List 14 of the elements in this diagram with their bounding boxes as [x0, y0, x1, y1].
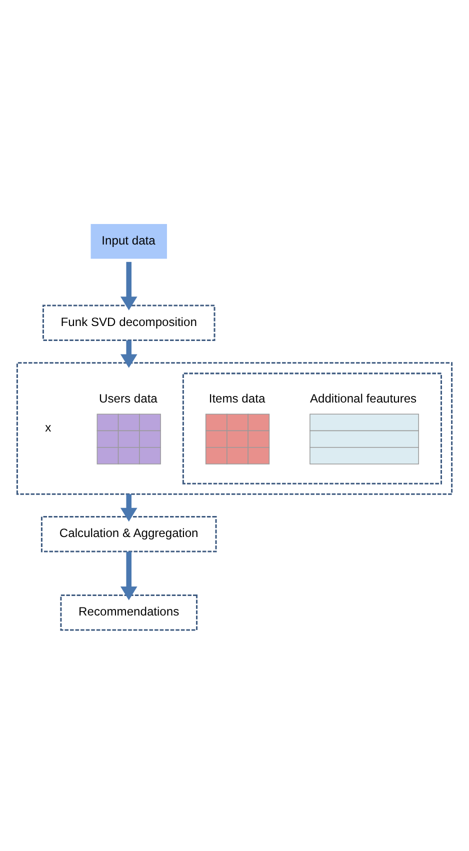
node-box: Calculation & Aggregation [40, 516, 217, 552]
label: x [45, 420, 52, 434]
arrow [120, 494, 138, 522]
arrow [120, 340, 138, 368]
arrow [120, 262, 138, 310]
cluster [16, 362, 453, 495]
node-label: Additional feautures [310, 392, 417, 406]
arrow [120, 552, 138, 600]
node-box: Recommendations [60, 594, 198, 631]
node-box: Input data [90, 224, 167, 259]
node-label: Items data [208, 392, 266, 406]
node-box: Funk SVD decomposition [42, 304, 216, 341]
cluster [182, 372, 442, 484]
node-label: Users data [99, 392, 158, 406]
